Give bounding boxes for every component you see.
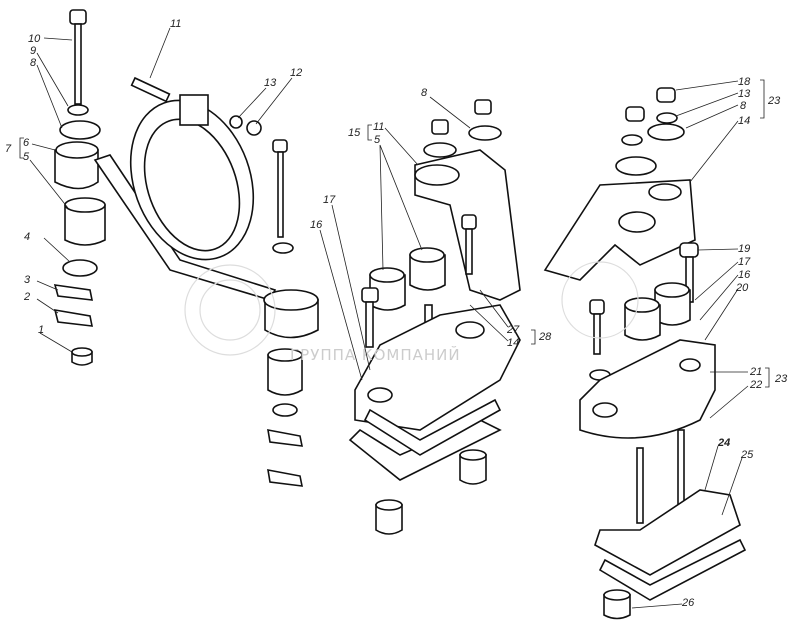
- label-24: 24: [717, 437, 730, 449]
- left-assembly: [53, 9, 319, 487]
- label-12: 12: [290, 67, 302, 79]
- label-11: 11: [170, 18, 181, 30]
- label-4: 4: [24, 231, 30, 243]
- label-16-right: 16: [738, 269, 751, 281]
- label-2: 2: [23, 291, 30, 303]
- label-20: 20: [735, 282, 749, 294]
- label-9: 9: [30, 45, 36, 57]
- label-18: 18: [738, 76, 751, 88]
- label-6: 6: [23, 137, 30, 149]
- label-5: 5: [23, 151, 30, 163]
- label-16-middle: 16: [310, 219, 323, 231]
- leader-lines: [19, 27, 770, 609]
- label-19: 19: [738, 243, 750, 255]
- label-23-bottom: 23: [774, 373, 788, 385]
- label-8: 8: [30, 57, 37, 69]
- label-27: 27: [506, 324, 520, 336]
- label-8-middle: 8: [421, 87, 428, 99]
- label-25: 25: [740, 449, 754, 461]
- label-5-middle: 5: [374, 134, 381, 146]
- label-8-right: 8: [740, 100, 747, 112]
- label-7: 7: [5, 143, 12, 155]
- label-17-middle: 17: [323, 194, 336, 206]
- label-28: 28: [538, 331, 552, 343]
- label-22: 22: [749, 379, 762, 391]
- middle-assembly: [348, 99, 521, 535]
- label-13-right: 13: [738, 88, 751, 100]
- label-23-top: 23: [767, 95, 781, 107]
- label-17-right: 17: [738, 256, 751, 268]
- label-15: 15: [348, 127, 361, 139]
- label-10: 10: [28, 33, 41, 45]
- label-14-right: 14: [738, 115, 750, 127]
- label-3: 3: [24, 274, 31, 286]
- part-labels: 10 9 8 7 6 5 4 3 2 1 11 13 12 8 15 11 5 …: [5, 18, 788, 609]
- watermark-subtitle: ГРУППА КОМПАНИЙ: [290, 345, 461, 364]
- right-assembly: [543, 87, 747, 620]
- label-14-middle: 14: [507, 337, 519, 349]
- watermark: ГРУППА КОМПАНИЙ: [184, 261, 639, 364]
- label-13: 13: [264, 77, 277, 89]
- label-21: 21: [749, 366, 762, 378]
- label-1: 1: [38, 324, 44, 336]
- label-11-middle: 11: [373, 121, 384, 133]
- label-26: 26: [681, 597, 695, 609]
